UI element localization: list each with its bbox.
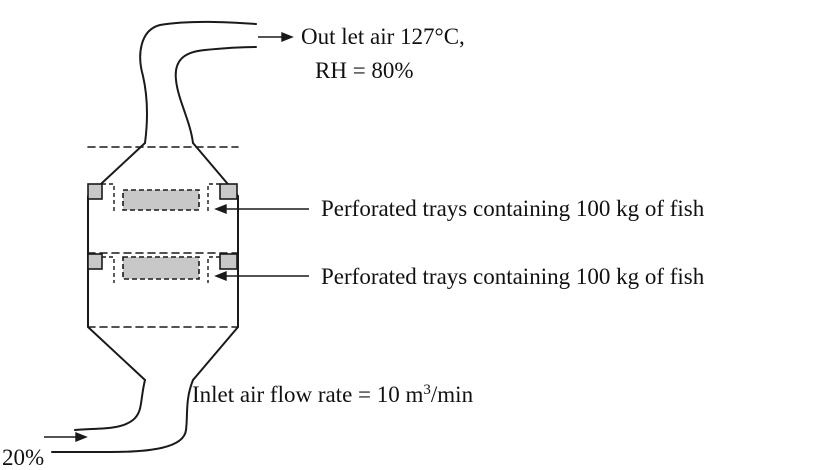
- tray-upper-label: Perforated trays containing 100 kg of fi…: [321, 196, 705, 221]
- inlet-flow-label: Inlet air flow rate = 10 m3/min: [192, 382, 474, 407]
- inlet-duct-wall-outer: [74, 379, 146, 431]
- tray-upper-support-right: [219, 183, 238, 200]
- tray-lower-bracket-left: [102, 256, 115, 283]
- tray-lower-support-left: [87, 253, 103, 270]
- outlet-label-line2: RH = 80%: [315, 58, 414, 83]
- tray-upper-bracket-left: [102, 183, 115, 211]
- outlet-label-line1: Out let air 127°C,: [301, 24, 465, 49]
- inlet-flow-label-prefix: Inlet air flow rate = 10 m: [192, 382, 424, 407]
- tray-lower-bracket-right: [207, 256, 220, 283]
- inlet-flow-label-suffix: /min: [430, 382, 474, 407]
- inlet-duct-wall-inner: [51, 379, 194, 453]
- tray-upper-arrow-head: [214, 203, 227, 215]
- tray-upper-support-left: [87, 183, 103, 200]
- outlet-arrow-head: [281, 31, 294, 43]
- tray-lower: [87, 253, 238, 283]
- dryer-diagram: [44, 20, 309, 453]
- tray-upper-fish-load: [122, 189, 200, 211]
- tray-upper-bracket-right: [207, 183, 220, 211]
- outlet-duct-wall-outer: [139, 20, 257, 144]
- inlet-flow-label-exponent: 3: [423, 382, 431, 398]
- tray-lower-arrow-head: [214, 270, 227, 282]
- tray-lower-fish-load: [122, 256, 200, 280]
- tray-lower-support-right: [219, 253, 238, 270]
- outlet-duct-wall-inner: [174, 46, 257, 144]
- tray-upper: [87, 183, 238, 211]
- inlet-arrow-head: [75, 431, 88, 443]
- tray-lower-label: Perforated trays containing 100 kg of fi…: [321, 264, 705, 289]
